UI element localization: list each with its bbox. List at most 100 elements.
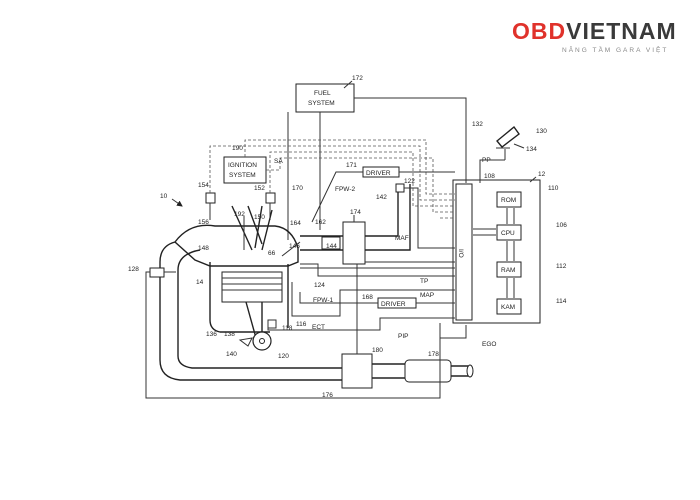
fuel-system-label-1: FUEL bbox=[314, 90, 331, 97]
kam-block bbox=[496, 298, 522, 315]
exhaust-manifold-inner bbox=[177, 249, 342, 369]
catalyst-180 bbox=[341, 353, 373, 389]
cpu-block bbox=[496, 224, 522, 241]
fuel-feed-line bbox=[354, 97, 467, 183]
ref-180: 180 bbox=[372, 347, 383, 354]
ref-122: 122 bbox=[404, 178, 415, 185]
rom-label: ROM bbox=[501, 197, 516, 204]
pp-line bbox=[479, 159, 505, 183]
sa-label: SA bbox=[274, 158, 283, 165]
leader-134 bbox=[513, 143, 525, 149]
ref-134: 134 bbox=[526, 146, 537, 153]
ref-148: 148 bbox=[198, 245, 209, 252]
map-line bbox=[300, 263, 455, 277]
driver-bottom-label: DRIVER bbox=[381, 301, 406, 308]
hall-sensor-118 bbox=[267, 319, 277, 329]
fuel-system-block bbox=[295, 83, 355, 113]
exhaust-valve bbox=[254, 205, 273, 251]
piston-136 bbox=[221, 271, 283, 303]
ref-164: 164 bbox=[290, 220, 301, 227]
ref-178: 178 bbox=[428, 351, 439, 358]
ref-128: 128 bbox=[128, 266, 139, 273]
ref-171: 171 bbox=[346, 162, 357, 169]
ref-162: 162 bbox=[315, 219, 326, 226]
injector-166 bbox=[281, 241, 301, 257]
ref-192: 192 bbox=[234, 211, 245, 218]
cylinder-wall-left bbox=[209, 262, 270, 333]
cylinder-head bbox=[174, 224, 299, 267]
ignition-system-block bbox=[223, 156, 267, 184]
ref-176: 176 bbox=[322, 392, 333, 399]
ref-118: 118 bbox=[282, 325, 293, 332]
ect-label: ECT bbox=[312, 324, 325, 331]
io-block bbox=[455, 183, 473, 321]
ref-116: 116 bbox=[296, 321, 307, 328]
ego-label: EGO bbox=[482, 341, 496, 348]
fpw1-label: FPW-1 bbox=[313, 297, 333, 304]
logo-vietnam: VIETNAM bbox=[566, 18, 677, 44]
cpu-ram-arrow bbox=[506, 241, 515, 261]
ref-106: 106 bbox=[556, 222, 567, 229]
ref-190: 190 bbox=[232, 145, 243, 152]
ref-156: 156 bbox=[198, 219, 209, 226]
intake-duct-top bbox=[300, 184, 399, 237]
fpw2-line bbox=[311, 171, 363, 223]
ref-144: 144 bbox=[326, 243, 337, 250]
rom-block bbox=[496, 191, 522, 208]
pip-label: PIP bbox=[398, 333, 408, 340]
ego-line bbox=[439, 323, 467, 339]
ref-154: 154 bbox=[198, 182, 209, 189]
sa-line bbox=[266, 157, 455, 213]
ram-label: RAM bbox=[501, 267, 515, 274]
sensor-154 bbox=[205, 192, 216, 204]
ref-146: 146 bbox=[289, 243, 300, 250]
ref-132: 132 bbox=[472, 121, 483, 128]
intake-duct-bottom bbox=[300, 184, 411, 251]
tp-label: TP bbox=[420, 278, 428, 285]
throttle-174 bbox=[342, 221, 366, 265]
pedal-130 bbox=[496, 125, 520, 148]
logo-wordmark: OBDVIETNAM bbox=[512, 18, 677, 44]
crankshaft-hub bbox=[259, 338, 265, 344]
leader-12 bbox=[529, 176, 537, 183]
muffler-outlet bbox=[451, 365, 468, 377]
ref-150: 150 bbox=[254, 214, 265, 221]
ego-sensor-128 bbox=[149, 267, 165, 278]
signal-line-1 bbox=[209, 145, 455, 201]
ref-138: 138 bbox=[224, 331, 235, 338]
ref-120: 120 bbox=[278, 353, 289, 360]
ego-sensor-wire bbox=[145, 271, 441, 399]
brand-logo: OBDVIETNAM NÂNG TẦM GARA VIỆT bbox=[512, 16, 692, 60]
signal-line-2 bbox=[269, 151, 455, 207]
ref-12: 12 bbox=[538, 171, 546, 178]
maf-sensor-122 bbox=[395, 183, 405, 193]
pp-label: PP bbox=[482, 157, 491, 164]
logo-obd: OBD bbox=[512, 18, 567, 44]
muffler-178 bbox=[404, 359, 452, 383]
ref-14: 14 bbox=[196, 279, 204, 286]
ref-10: 10 bbox=[160, 193, 168, 200]
logo-tagline: NÂNG TẦM GARA VIỆT bbox=[562, 47, 669, 54]
rom-cpu-arrow bbox=[506, 208, 515, 224]
intake-valve bbox=[231, 205, 263, 251]
throttle-motor-144 bbox=[321, 236, 341, 250]
ref-66: 66 bbox=[268, 250, 276, 257]
fpw2-label: FPW-2 bbox=[335, 186, 355, 193]
leader-172 bbox=[343, 80, 353, 89]
ignition-label-1: IGNITION bbox=[228, 162, 257, 169]
ref-124: 124 bbox=[314, 282, 325, 289]
ignition-label-2: SYSTEM bbox=[229, 172, 256, 179]
ref-172: 172 bbox=[352, 75, 363, 82]
ram-kam-arrow bbox=[506, 278, 515, 298]
exhaust-manifold-outer bbox=[159, 241, 342, 381]
ref-152: 152 bbox=[254, 185, 265, 192]
piston-rings bbox=[222, 277, 282, 291]
fpw1-line bbox=[299, 292, 378, 304]
fuel-system-label-2: SYSTEM bbox=[308, 100, 335, 107]
ref-170: 170 bbox=[292, 185, 303, 192]
ref-140: 140 bbox=[226, 351, 237, 358]
ref-174: 174 bbox=[350, 209, 361, 216]
driver-top-label: DRIVER bbox=[366, 170, 391, 177]
crank-arm bbox=[238, 337, 253, 347]
